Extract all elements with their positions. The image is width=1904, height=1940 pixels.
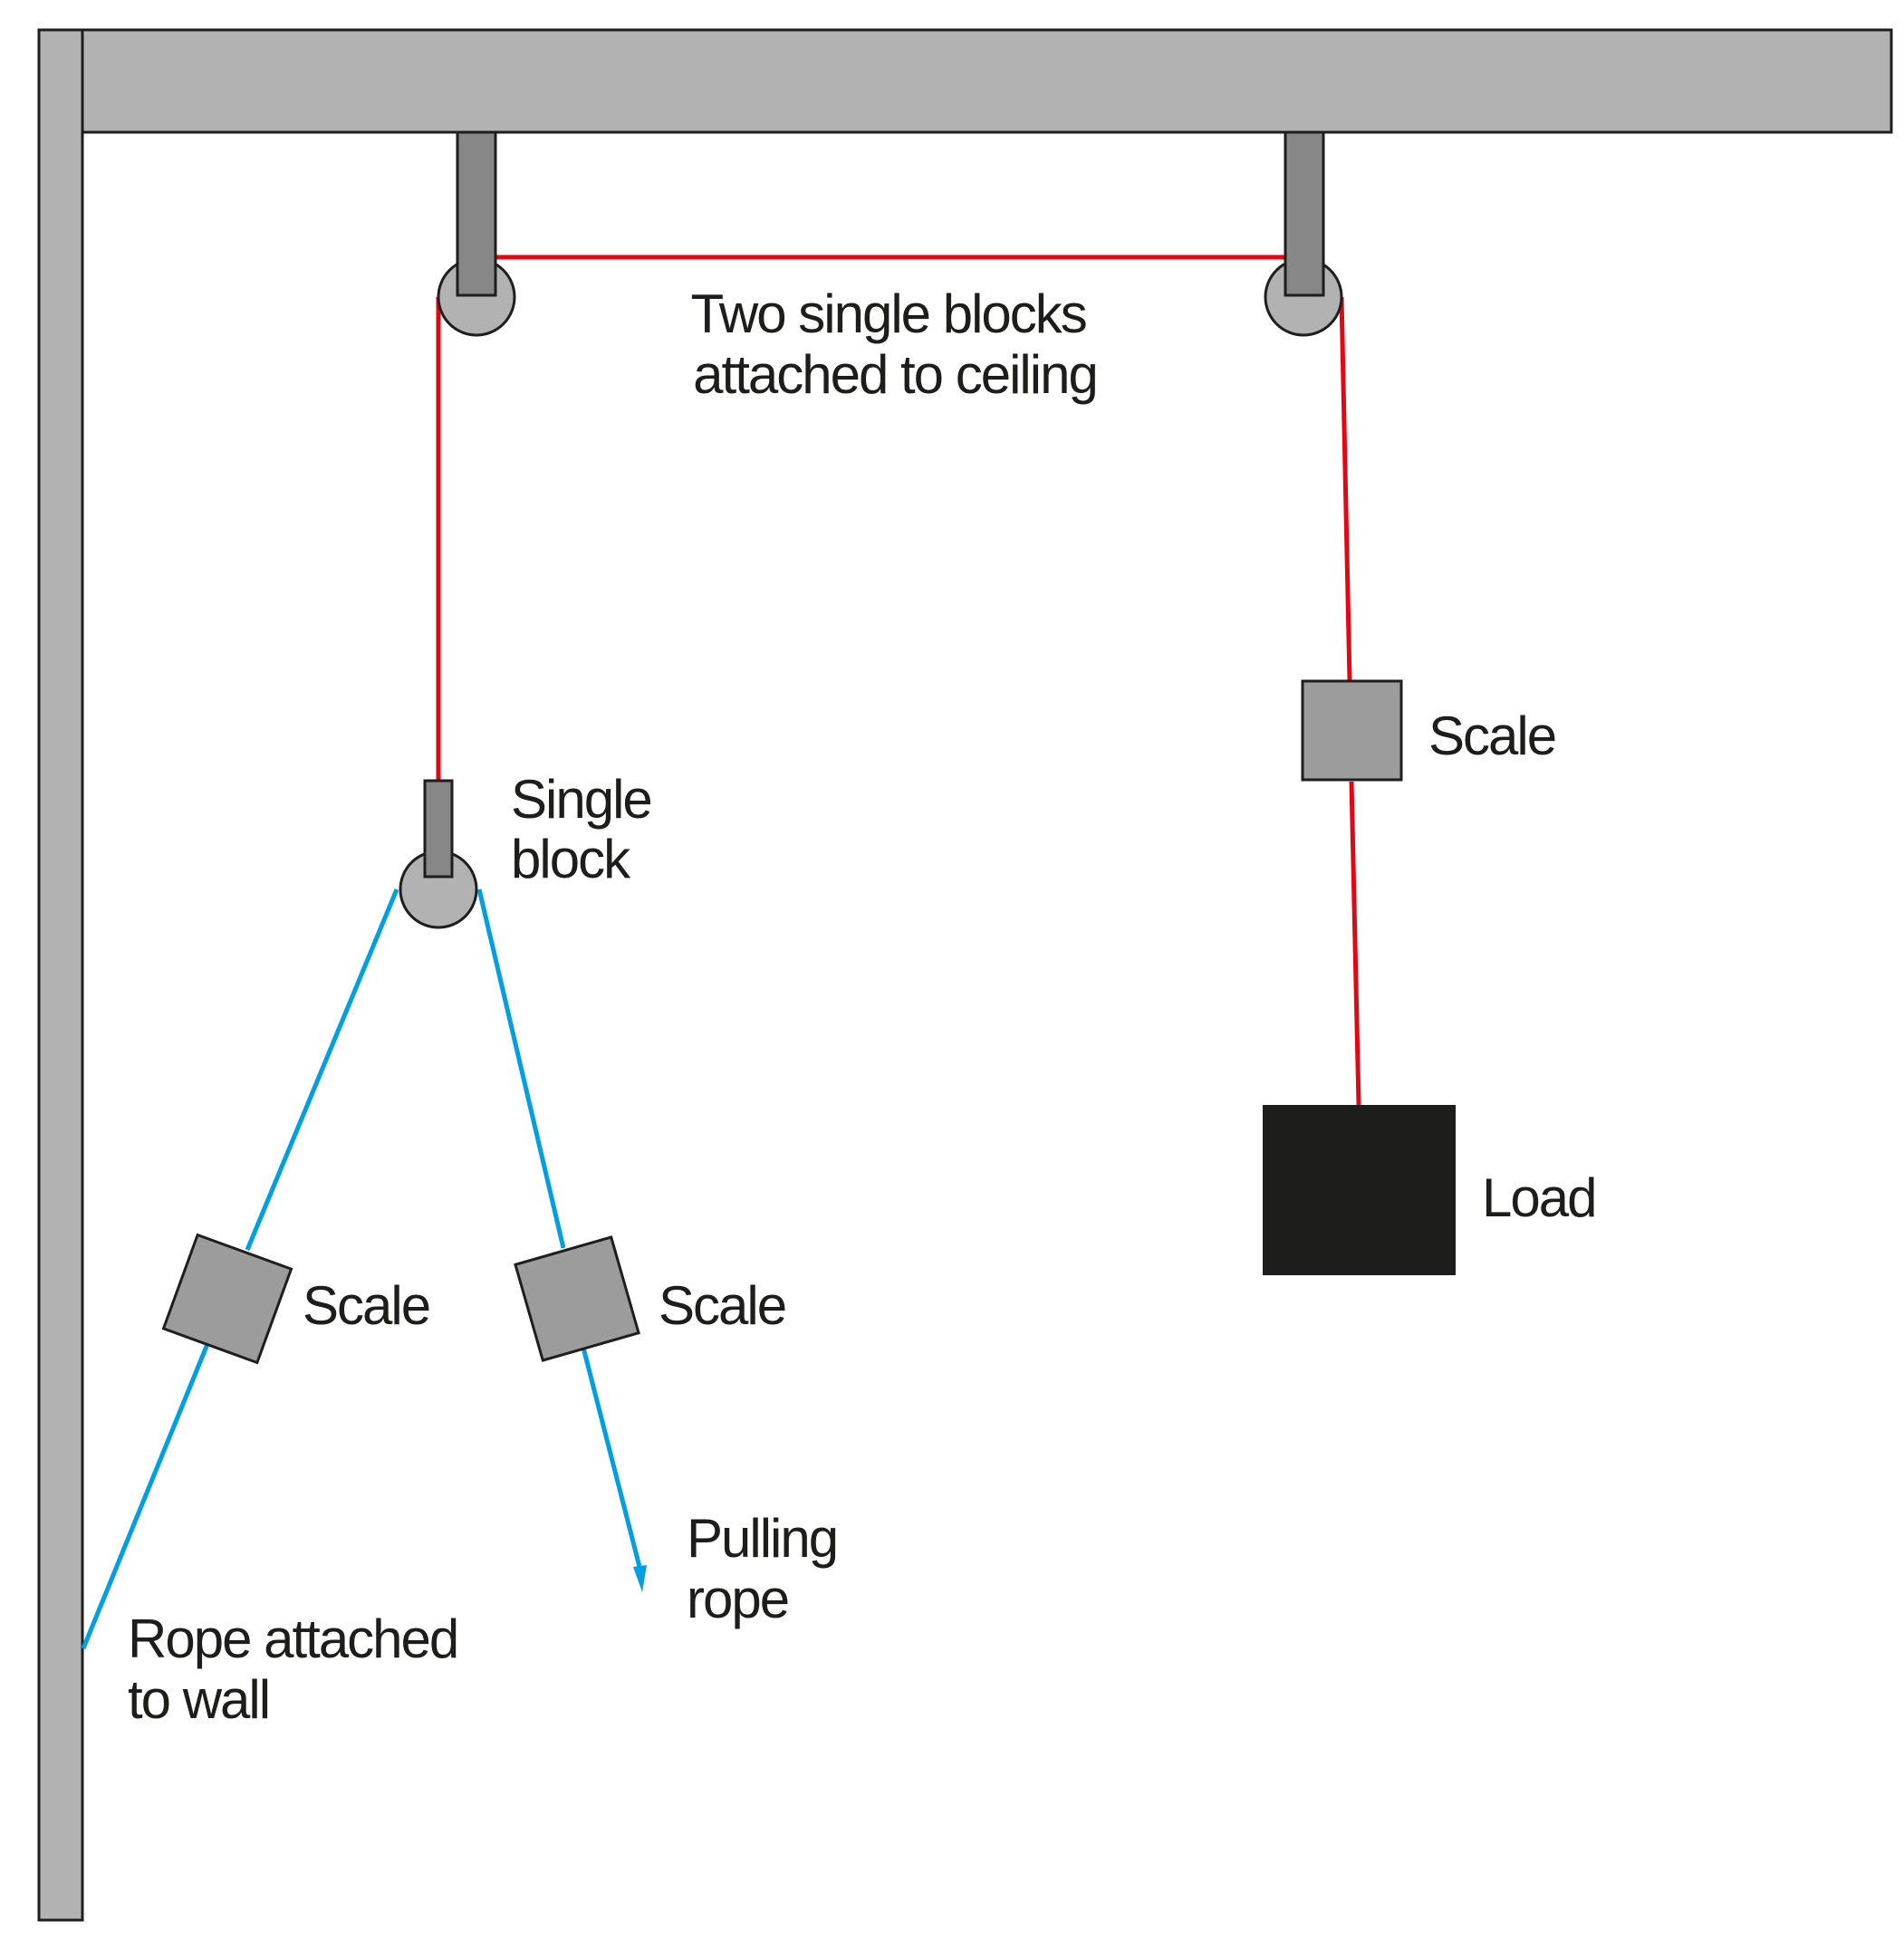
right-scale: [1301, 679, 1403, 782]
pulling-rope-lower: [580, 1343, 642, 1568]
ceiling-blocks-label-line2: attached to ceiling: [693, 344, 1097, 405]
left-scale-label: Scale: [303, 1275, 429, 1336]
load-label: Load: [1482, 1167, 1595, 1228]
ceiling-blocks-label-line1: Two single blocks: [691, 283, 1086, 344]
rope-to-wall-lower: [81, 1343, 210, 1649]
single-block-label-line2: block: [511, 829, 631, 889]
rope-to-load: [1349, 781, 1361, 1106]
left-scale: [161, 1233, 293, 1365]
rope-to-wall-upper: [245, 888, 399, 1251]
right-ceiling-bracket: [1284, 130, 1325, 297]
wall: [37, 28, 84, 1922]
pulling-rope-upper: [476, 888, 566, 1249]
middle-scale: [514, 1235, 640, 1362]
ceiling-blocks-label: Two single blocks attached to ceiling: [691, 283, 1100, 405]
middle-scale-label: Scale: [659, 1275, 785, 1336]
single-block-bracket: [423, 779, 454, 879]
right-scale-label: Scale: [1428, 706, 1555, 766]
load: [1263, 1105, 1456, 1275]
single-block-label: Single block: [511, 769, 664, 889]
left-ceiling-bracket: [456, 130, 497, 297]
single-block-label-line1: Single: [511, 769, 651, 830]
rope-wall-label-line2: to wall: [128, 1669, 269, 1730]
rope-wall-label-line1: Rope attached: [128, 1609, 457, 1669]
ceiling: [81, 28, 1893, 134]
pulling-rope-label-line1: Pulling: [687, 1508, 837, 1569]
pulling-rope-label: Pulling rope: [687, 1508, 851, 1629]
rope-wall-label: Rope attached to wall: [128, 1609, 471, 1730]
rope-to-right-scale: [1339, 296, 1352, 682]
pulling-rope-label-line2: rope: [687, 1569, 788, 1629]
pulling-rope-arrow-icon: [633, 1565, 647, 1592]
